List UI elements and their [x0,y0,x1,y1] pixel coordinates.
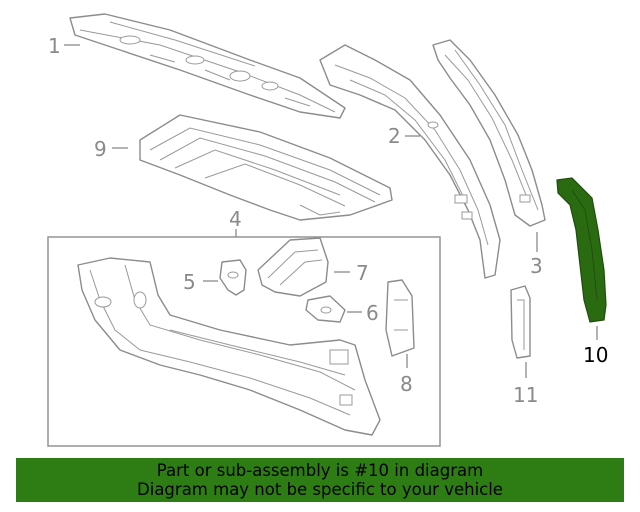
part-3-pillar[interactable] [432,39,546,227]
callout-7[interactable]: 7 [356,261,369,285]
part-11-strip[interactable] [510,285,531,359]
callout-5[interactable]: 5 [183,270,196,294]
part-6-bracket[interactable] [305,295,346,323]
callout-11[interactable]: 11 [513,383,538,407]
part-2-pillar[interactable] [319,44,501,279]
exploded-parts-diagram: 1 2 3 4 5 6 7 8 9 10 11 [47,13,608,447]
banner-line-2: Diagram may not be specific to your vehi… [137,480,503,499]
part-8-plate[interactable] [385,279,415,357]
callout-6[interactable]: 6 [366,301,379,325]
callout-10[interactable]: 10 [583,343,608,367]
part-4-assembly-box [47,236,441,447]
part-1-panel[interactable] [69,13,346,119]
part-5-bracket[interactable] [219,259,247,296]
part-4-assembly[interactable] [77,257,381,436]
banner-line-1: Part or sub-assembly is #10 in diagram [156,461,484,480]
callout-8[interactable]: 8 [400,372,413,396]
callout-3[interactable]: 3 [530,254,543,278]
part-7-bracket[interactable] [257,237,329,297]
callout-1[interactable]: 1 [48,34,61,58]
callout-9[interactable]: 9 [94,137,107,161]
callout-2[interactable]: 2 [388,124,401,148]
callout-4[interactable]: 4 [229,207,242,231]
info-banner: Part or sub-assembly is #10 in diagram D… [16,458,624,502]
part-10-reinforcement-highlighted[interactable] [556,177,607,323]
part-9-panel[interactable] [139,114,393,221]
